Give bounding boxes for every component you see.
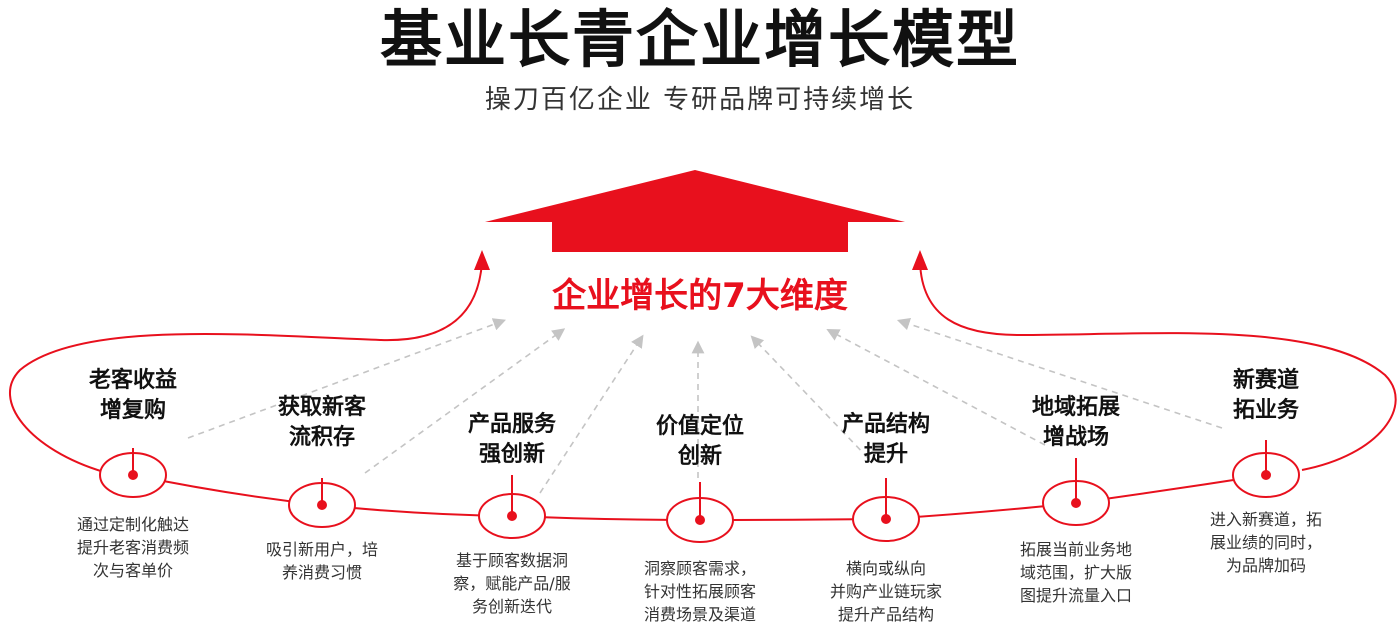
- dimension-title-3: 产品服务强创新: [427, 410, 597, 470]
- dimension-description-line: 图提升流量入口: [1019, 586, 1132, 605]
- dimension-title-6: 地域拓展增战场: [991, 393, 1161, 453]
- node-dot: [317, 500, 327, 510]
- dimension-description-2: 吸引新用户，培养消费习惯: [227, 538, 417, 584]
- left-loop-arrow: [9, 261, 483, 473]
- dimension-node-3: [478, 475, 546, 539]
- page-title: 基业长青企业增长模型: [379, 3, 1020, 76]
- dimension-title-2: 获取新客流积存: [237, 393, 407, 453]
- dimension-description-line: 展业绩的同时，: [1209, 533, 1322, 552]
- dimension-description-line: 拓展当前业务地: [1019, 540, 1132, 559]
- dimension-title-1: 老客收益增复购: [48, 366, 218, 426]
- dimension-title-line: 增战场: [1042, 425, 1109, 450]
- dimension-description-4: 洞察顾客需求， 针对性拓展顾客消费场景及渠道: [605, 557, 795, 626]
- dashed-arrow-6: [826, 329, 1046, 446]
- dashed-arrow-5: [750, 335, 869, 459]
- dimension-title-line: 价值定位: [655, 414, 744, 439]
- node-dot: [507, 511, 517, 521]
- dimension-title-line: 老客收益: [88, 368, 177, 393]
- dimension-node-6: [1042, 458, 1110, 526]
- dimension-title-line: 增复购: [99, 398, 166, 423]
- node-dot: [128, 470, 138, 480]
- dimension-description-line: 进入新赛道，拓: [1209, 510, 1322, 529]
- dimension-description-line: 消费场景及渠道: [643, 605, 756, 624]
- dimension-description-line: 养消费习惯: [281, 563, 362, 582]
- dimension-description-line: 基于顾客数据洞: [455, 551, 568, 570]
- dimension-node-5: [852, 478, 920, 542]
- dimension-description-line: 为品牌加码: [1225, 556, 1306, 575]
- dimension-description-line: 洞察顾客需求，: [643, 559, 756, 578]
- dimension-title-7: 新赛道拓业务: [1181, 366, 1351, 426]
- dimension-node-1: [99, 448, 167, 498]
- node-dot: [1071, 498, 1081, 508]
- dimension-title-line: 创新: [677, 444, 722, 469]
- node-dot: [881, 514, 891, 524]
- dimension-title-line: 新赛道: [1232, 368, 1299, 393]
- dimension-description-line: 域范围，扩大版: [1019, 563, 1132, 582]
- dimension-title-line: 获取新客: [277, 395, 366, 420]
- dimension-description-line: 并购产业链玩家: [829, 582, 942, 601]
- dimension-description-7: 进入新赛道，拓展业绩的同时， 为品牌加码: [1171, 508, 1361, 577]
- node-dot: [1261, 470, 1271, 480]
- dimension-node-2: [288, 478, 356, 528]
- right-loop-arrow: [919, 261, 1397, 471]
- dimension-description-line: 针对性拓展顾客: [643, 582, 756, 601]
- dimension-description-5: 横向或纵向并购产业链玩家提升产品结构: [791, 557, 981, 626]
- dimension-description-line: 务创新迭代: [471, 597, 552, 616]
- dimension-node-7: [1232, 440, 1300, 498]
- dimension-title-line: 地域拓展: [1031, 395, 1120, 420]
- right-loop-arrowhead: [912, 250, 928, 270]
- dimension-description-line: 次与客单价: [92, 561, 173, 580]
- center-label: 企业增长的7大维度: [552, 276, 848, 316]
- dimension-description-line: 吸引新用户，培: [265, 540, 378, 559]
- dashed-arrow-1: [187, 318, 506, 439]
- dimension-title-line: 提升: [863, 442, 908, 467]
- dashed-arrow-3: [539, 334, 644, 494]
- left-loop-arrowhead: [474, 250, 490, 270]
- dimension-description-line: 提升老客消费频: [76, 538, 189, 557]
- dimension-title-line: 产品服务: [467, 412, 556, 437]
- page-subtitle: 操刀百亿企业 专研品牌可持续增长: [484, 85, 916, 115]
- dimension-description-1: 通过定制化触达提升老客消费频次与客单价: [38, 513, 228, 582]
- dimension-description-line: 通过定制化触达: [76, 515, 189, 534]
- dimension-description-line: 横向或纵向: [845, 559, 926, 578]
- dimension-description-6: 拓展当前业务地域范围，扩大版图提升流量入口: [981, 538, 1171, 607]
- dimension-title-line: 拓业务: [1232, 398, 1299, 423]
- dimension-title-line: 产品结构: [841, 412, 930, 437]
- dimension-description-line: 提升产品结构: [837, 605, 934, 624]
- dimension-title-line: 流积存: [288, 425, 355, 450]
- dashed-arrow-2: [364, 328, 566, 474]
- dimension-description-line: 察，赋能产品/服: [453, 574, 571, 593]
- dimension-title-5: 产品结构提升: [801, 410, 971, 470]
- dashed-arrow-7: [896, 317, 1223, 429]
- big-growth-arrow: [485, 170, 905, 252]
- node-dot: [695, 515, 705, 525]
- dimension-node-4: [666, 482, 734, 543]
- dimension-title-4: 价值定位创新: [615, 412, 785, 472]
- dimension-title-line: 强创新: [478, 442, 545, 467]
- dimension-description-3: 基于顾客数据洞察，赋能产品/服务创新迭代: [417, 549, 607, 618]
